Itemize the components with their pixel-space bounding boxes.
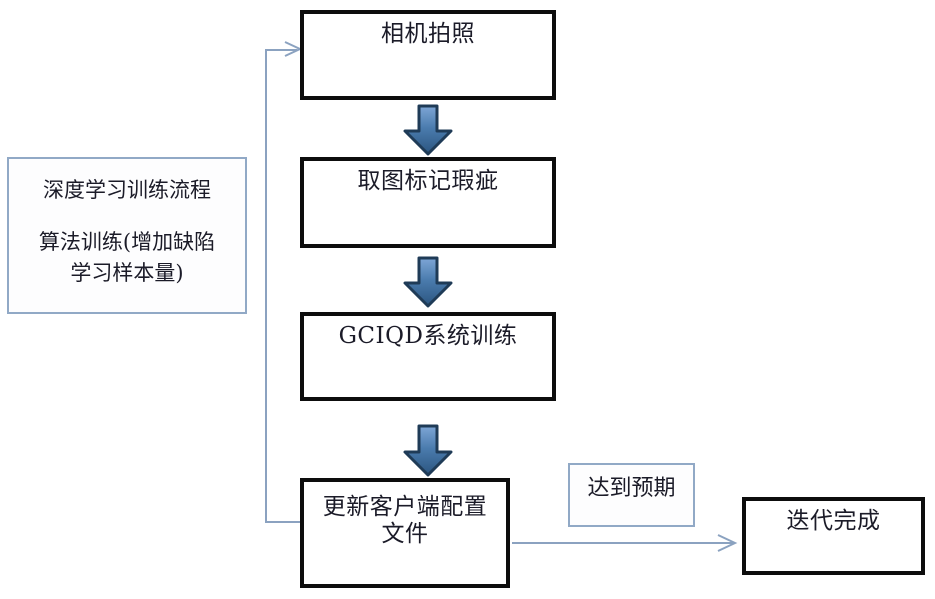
block-arrow-down-3-icon (403, 424, 453, 477)
block-arrow-down-1-icon (403, 104, 453, 156)
process-label-update-line-1: 更新客户端配置 (322, 494, 488, 520)
condition-box-met-expectation: 达到预期 (568, 463, 695, 527)
done-arrowhead-icon (717, 534, 738, 552)
note-line-3: 学习样本量) (70, 260, 184, 285)
process-label-gciqd-training: GCIQD系统训练 (338, 323, 518, 349)
process-box-iteration-complete[interactable]: 迭代完成 (742, 497, 925, 575)
feedback-segment-bottom (265, 521, 303, 523)
process-label-mark-defects: 取图标记瑕疵 (357, 168, 499, 194)
block-arrow-down-2-icon (403, 256, 453, 308)
feedback-segment-top (265, 49, 297, 51)
process-box-gciqd-training[interactable]: GCIQD系统训练 (300, 312, 556, 401)
condition-label-met-expectation: 达到预期 (587, 476, 676, 501)
edge-update-to-done (512, 542, 734, 544)
process-label-update-line-2: 文件 (381, 521, 429, 548)
process-box-camera-capture[interactable]: 相机拍照 (300, 10, 556, 100)
note-line-2: 算法训练(增加缺陷 (38, 230, 216, 255)
process-label-iteration-complete: 迭代完成 (786, 508, 881, 534)
process-label-camera-capture: 相机拍照 (381, 21, 475, 47)
process-box-mark-defects[interactable]: 取图标记瑕疵 (300, 157, 556, 248)
note-box-training-process: 深度学习训练流程 算法训练(增加缺陷 学习样本量) (7, 157, 247, 314)
note-line-1: 深度学习训练流程 (43, 178, 211, 202)
feedback-segment-vertical (265, 49, 267, 522)
process-box-update-client-config[interactable]: 更新客户端配置 文件 (300, 478, 510, 588)
